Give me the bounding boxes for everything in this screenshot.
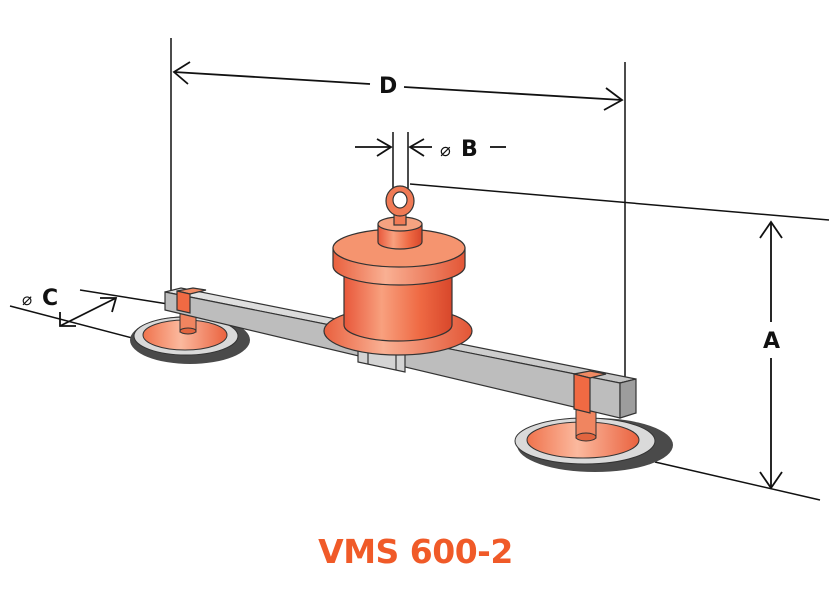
dimension-d <box>172 61 624 111</box>
dimension-a-label: A <box>763 329 780 354</box>
extension-lines <box>9 38 830 501</box>
dimension-b-diameter-symbol: ⌀ <box>440 140 451 161</box>
dimension-b-label: B <box>461 137 478 162</box>
vacuum-cylinder <box>323 216 473 356</box>
dimension-b <box>355 138 506 157</box>
dimension-c <box>59 297 118 327</box>
dimension-c-diameter-symbol: ⌀ <box>22 290 32 310</box>
lifting-eye <box>385 185 415 226</box>
dimension-c-label: C <box>42 286 58 311</box>
model-title: VMS 600-2 <box>318 532 513 571</box>
dimension-a <box>759 220 783 490</box>
left-suction-pad <box>130 309 250 364</box>
dimension-d-label: D <box>379 74 397 99</box>
right-suction-pad <box>514 409 673 472</box>
